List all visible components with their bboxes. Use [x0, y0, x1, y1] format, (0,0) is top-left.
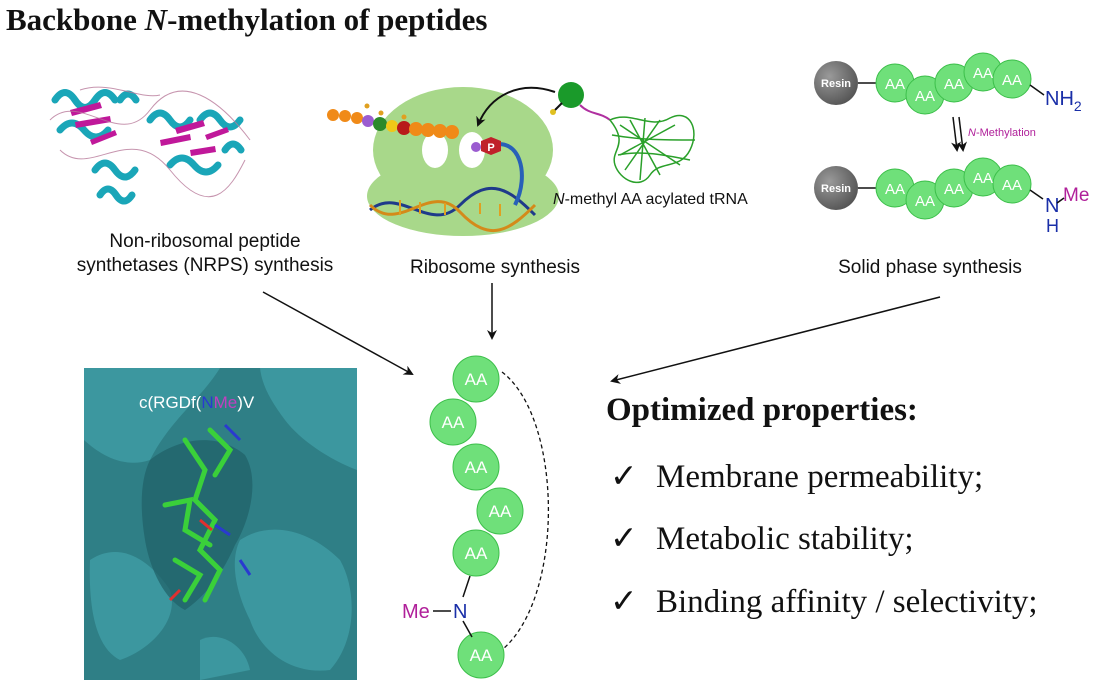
aa-label: AA — [470, 646, 493, 665]
amine-nh2: NH2 — [1045, 88, 1082, 114]
aa-label: AA — [465, 458, 488, 477]
aa-label: AA — [885, 181, 905, 198]
aa-label: AA — [442, 413, 465, 432]
resin-bead — [814, 166, 858, 210]
check-icon: ✓ — [610, 521, 638, 557]
arrow-nrps-to-peptide — [262, 291, 414, 375]
backbone-nitrogen: N — [453, 601, 467, 623]
aa-label: AA — [973, 170, 993, 187]
structure-label: c(RGDf(NMe)V — [139, 393, 255, 412]
page-title: Backbone N-methylation of peptides — [6, 2, 488, 37]
property-item: ✓Metabolic stability; — [610, 518, 914, 558]
check-icon: ✓ — [610, 584, 638, 620]
resin-bead — [814, 61, 858, 105]
check-icon: ✓ — [610, 459, 638, 495]
amine-n: N — [1045, 195, 1059, 217]
aa-label: AA — [885, 76, 905, 93]
n-methylated-peptide: AA AA AA AA AA AA N Me — [402, 355, 550, 679]
property-item: ✓Membrane permeability; — [610, 456, 983, 496]
aa-label: AA — [944, 76, 964, 93]
aa-label: AA — [944, 181, 964, 198]
aa-chain-bottom — [875, 157, 1032, 220]
p-site-label: P — [487, 142, 494, 154]
binding-structure-image: c(RGDf(NMe)V — [84, 368, 357, 680]
resin-label: Resin — [821, 183, 851, 195]
solid-phase-bottom-row: Resin AA AA AA AA AA N H Me — [814, 157, 1089, 236]
trna-caption: N-methyl AA acylated tRNA — [553, 191, 748, 208]
aa-label: AA — [915, 193, 935, 210]
properties-heading: Optimized properties: — [606, 392, 918, 428]
methyl-label: Me — [402, 601, 430, 623]
resin-label: Resin — [821, 78, 851, 90]
ribosome-caption: Ribosome synthesis — [409, 257, 581, 278]
methyl-label: Me — [1063, 185, 1089, 206]
methylation-arrow: N-Methylation — [951, 116, 1036, 152]
nascent-peptide-chain — [327, 103, 459, 139]
ribosome-illustration: P — [327, 82, 696, 236]
nrps-caption: Non-ribosomal peptide synthetases (NRPS)… — [76, 231, 334, 276]
methylation-label: N-Methylation — [968, 127, 1036, 139]
aa-label: AA — [1002, 177, 1022, 194]
aa-chain-top — [875, 52, 1032, 115]
aa-label: AA — [915, 88, 935, 105]
arrow-solid-phase-to-properties — [610, 296, 941, 384]
aa-label: AA — [465, 544, 488, 563]
aa-label: AA — [1002, 72, 1022, 89]
trna-illustration — [550, 82, 696, 184]
amine-h: H — [1046, 216, 1059, 236]
aa-label: AA — [489, 502, 512, 521]
solid-phase-caption: Solid phase synthesis — [838, 257, 1022, 278]
aa-label: AA — [973, 65, 993, 82]
cyclization-dashed-line — [494, 371, 550, 656]
property-item: ✓Binding affinity / selectivity; — [610, 581, 1038, 621]
solid-phase-top-row: Resin AA AA AA AA AA NH2 — [814, 52, 1082, 115]
nrps-protein-illustration — [49, 86, 251, 205]
aa-label: AA — [465, 370, 488, 389]
